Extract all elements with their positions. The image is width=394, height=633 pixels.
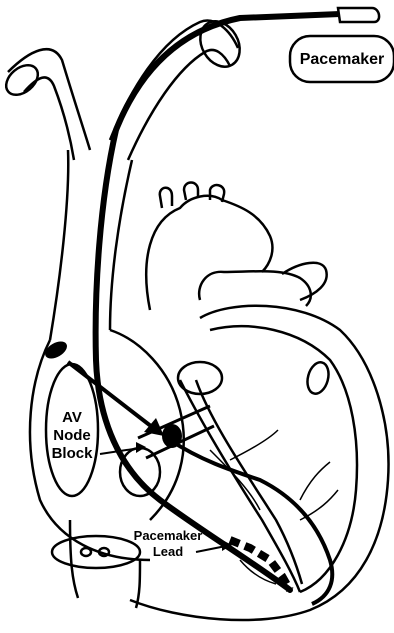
pacemaker-lead (96, 14, 340, 590)
coronary-vessel (304, 360, 332, 396)
pacemaker-label: Pacemaker (300, 51, 385, 68)
conduction-arrow (68, 362, 164, 436)
av-label-line-2: Node (53, 427, 91, 444)
pacemaker-header (338, 8, 379, 22)
upper-veins (0, 14, 247, 340)
lead-label-line-2: Lead (153, 544, 183, 559)
av-label-line-1: AV (62, 409, 82, 426)
av-label-line-3: Block (52, 445, 94, 462)
aorta (146, 183, 326, 311)
pacemaker-lead-label: Pacemaker Lead (134, 528, 232, 559)
aortic-branch-1 (160, 188, 172, 208)
inner-vessels (210, 430, 338, 584)
pacemaker-device: Pacemaker (290, 8, 394, 82)
aortic-branch-3 (210, 185, 224, 202)
ventricles (130, 306, 389, 620)
left-vein-opening (0, 59, 43, 101)
sa-node-mark (42, 338, 70, 362)
lead-label-line-1: Pacemaker (134, 528, 203, 543)
